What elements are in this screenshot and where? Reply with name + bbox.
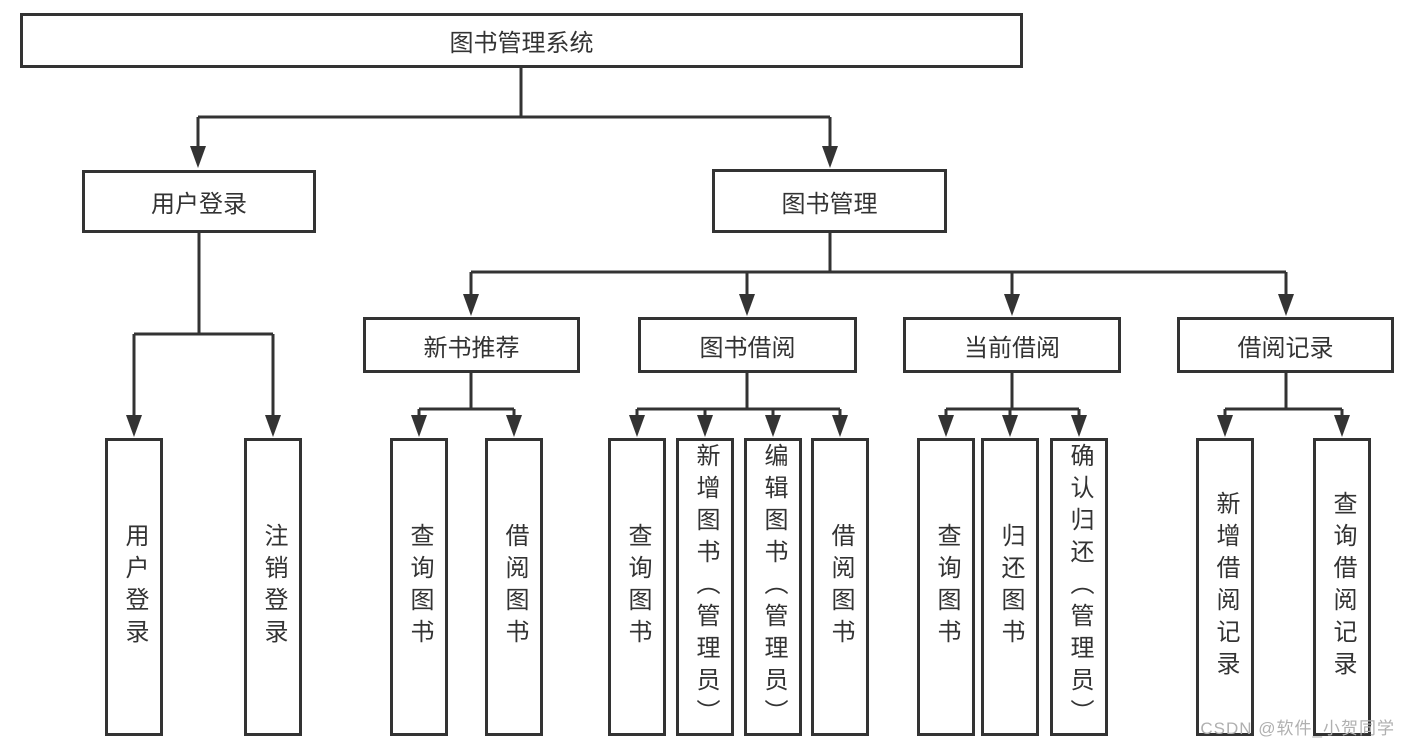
leaf-return-books: 归还图书 bbox=[981, 438, 1039, 736]
node-borrow-records: 借阅记录 bbox=[1177, 317, 1394, 373]
leaf-recommend-query-books: 查询图书 bbox=[390, 438, 448, 736]
leaf-confirm-return-admin: 确认归还（管理员） bbox=[1050, 438, 1108, 736]
node-book-management: 图书管理 bbox=[712, 169, 947, 233]
leaf-add-books-admin: 新增图书（管理员） bbox=[676, 438, 734, 736]
node-user-login: 用户登录 bbox=[82, 170, 316, 233]
leaf-user-login: 用户登录 bbox=[105, 438, 163, 736]
leaf-query-borrow-record: 查询借阅记录 bbox=[1313, 438, 1371, 736]
node-new-book-recommend: 新书推荐 bbox=[363, 317, 580, 373]
leaf-borrow-query-books: 查询图书 bbox=[608, 438, 666, 736]
leaf-add-borrow-record: 新增借阅记录 bbox=[1196, 438, 1254, 736]
leaf-current-query-books: 查询图书 bbox=[917, 438, 975, 736]
csdn-watermark: CSDN @软件_小贺同学 bbox=[1200, 719, 1395, 738]
node-book-borrow: 图书借阅 bbox=[638, 317, 857, 373]
node-current-borrow: 当前借阅 bbox=[903, 317, 1121, 373]
leaf-logout: 注销登录 bbox=[244, 438, 302, 736]
leaf-recommend-borrow-books: 借阅图书 bbox=[485, 438, 543, 736]
leaf-borrow-books: 借阅图书 bbox=[811, 438, 869, 736]
leaf-edit-books-admin: 编辑图书（管理员） bbox=[744, 438, 802, 736]
node-library-management-system: 图书管理系统 bbox=[20, 13, 1023, 68]
